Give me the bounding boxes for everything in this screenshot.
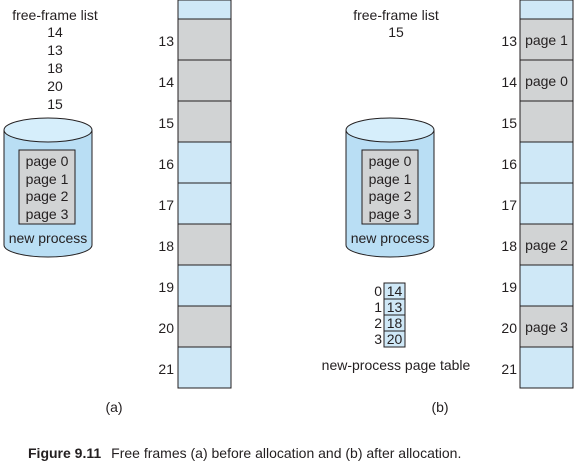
frame-number: 19 — [158, 279, 174, 295]
free-frame-list-item: 13 — [47, 42, 63, 58]
frame-number: 18 — [501, 238, 517, 254]
memory-frame-21 — [177, 346, 232, 389]
figure-caption: Figure 9.11 Free frames (a) before alloca… — [28, 445, 568, 461]
page-table-index: 2 — [374, 315, 382, 331]
free-frame-list-item: 20 — [47, 78, 63, 94]
memory-frame-14 — [177, 59, 232, 102]
process-page-label: page 3 — [25, 206, 69, 222]
frame-number: 20 — [158, 320, 174, 336]
memory-frame-13 — [177, 18, 232, 61]
frame-number: 16 — [501, 156, 517, 172]
page-table-index: 3 — [374, 331, 382, 347]
disk-cylinder-a — [3, 117, 93, 258]
frame-number: 17 — [158, 197, 174, 213]
memory-frame-top — [177, 0, 232, 20]
page-table-index: 0 — [374, 283, 382, 299]
memory-frame-13 — [519, 18, 574, 61]
figure-number: Figure 9.11 — [28, 445, 102, 461]
memory-frame-19 — [177, 264, 232, 307]
frame-number: 16 — [158, 156, 174, 172]
page-table-frame: 14 — [386, 283, 403, 299]
memory-frame-16 — [177, 141, 232, 184]
disk-cylinder-b — [345, 117, 435, 258]
memory-frame-21 — [519, 346, 574, 389]
free-frame-list-item: 15 — [388, 24, 404, 40]
process-page-label: page 2 — [368, 188, 412, 204]
new-process-label-b: new process — [350, 230, 430, 246]
memory-frame-18 — [177, 223, 232, 266]
frame-number: 15 — [501, 115, 517, 131]
page-table-frame: 13 — [386, 299, 403, 315]
frame-page-label: page 2 — [525, 237, 568, 253]
caption-text: Free frames (a) before allocation and (b… — [111, 445, 462, 461]
frame-number: 18 — [158, 238, 174, 254]
memory-frame-20 — [177, 305, 232, 348]
process-pages-box-b — [361, 149, 419, 225]
sublabel-a: (a) — [105, 399, 123, 415]
memory-frames-b — [519, 0, 574, 389]
memory-frame-17 — [519, 182, 574, 225]
page-table-label: new-process page table — [321, 357, 471, 373]
frame-number: 20 — [501, 320, 517, 336]
memory-frames-a — [177, 0, 232, 389]
process-page-label: page 1 — [368, 171, 412, 187]
frame-number: 17 — [501, 197, 517, 213]
frame-number: 14 — [158, 74, 174, 90]
memory-frame-15 — [177, 100, 232, 143]
memory-frame-16 — [519, 141, 574, 184]
process-page-label: page 2 — [25, 188, 69, 204]
process-page-label: page 1 — [25, 171, 69, 187]
frame-number: 14 — [501, 74, 517, 90]
frame-number: 13 — [501, 33, 517, 49]
frame-number: 13 — [158, 33, 174, 49]
free-frame-list-title-a: free-frame list — [12, 7, 98, 23]
memory-frame-top — [519, 0, 574, 20]
sublabel-b: (b) — [431, 399, 449, 415]
frame-number: 21 — [501, 361, 517, 377]
page-table — [383, 282, 406, 348]
frame-number: 21 — [158, 361, 174, 377]
frame-page-label: page 1 — [525, 32, 568, 48]
frame-number: 15 — [158, 115, 174, 131]
page-table-frame: 18 — [386, 315, 403, 331]
page-table-index: 1 — [374, 299, 382, 315]
page-table-frame: 20 — [386, 331, 403, 347]
memory-frame-19 — [519, 264, 574, 307]
free-frame-list-title-b: free-frame list — [353, 7, 439, 23]
memory-frame-14 — [519, 59, 574, 102]
process-page-label: page 0 — [25, 153, 69, 169]
memory-frame-17 — [177, 182, 232, 225]
frame-number: 19 — [501, 279, 517, 295]
process-pages-box-a — [18, 149, 76, 225]
free-frame-list-item: 15 — [47, 96, 63, 112]
process-page-label: page 3 — [368, 206, 412, 222]
free-frame-list-item: 14 — [47, 24, 63, 40]
memory-frame-15 — [519, 100, 574, 143]
process-page-label: page 0 — [368, 153, 412, 169]
frame-page-label: page 3 — [525, 319, 568, 335]
memory-frame-20 — [519, 305, 574, 348]
free-frame-list-item: 18 — [47, 60, 63, 76]
memory-frame-18 — [519, 223, 574, 266]
new-process-label-a: new process — [8, 230, 88, 246]
frame-page-label: page 0 — [525, 73, 568, 89]
